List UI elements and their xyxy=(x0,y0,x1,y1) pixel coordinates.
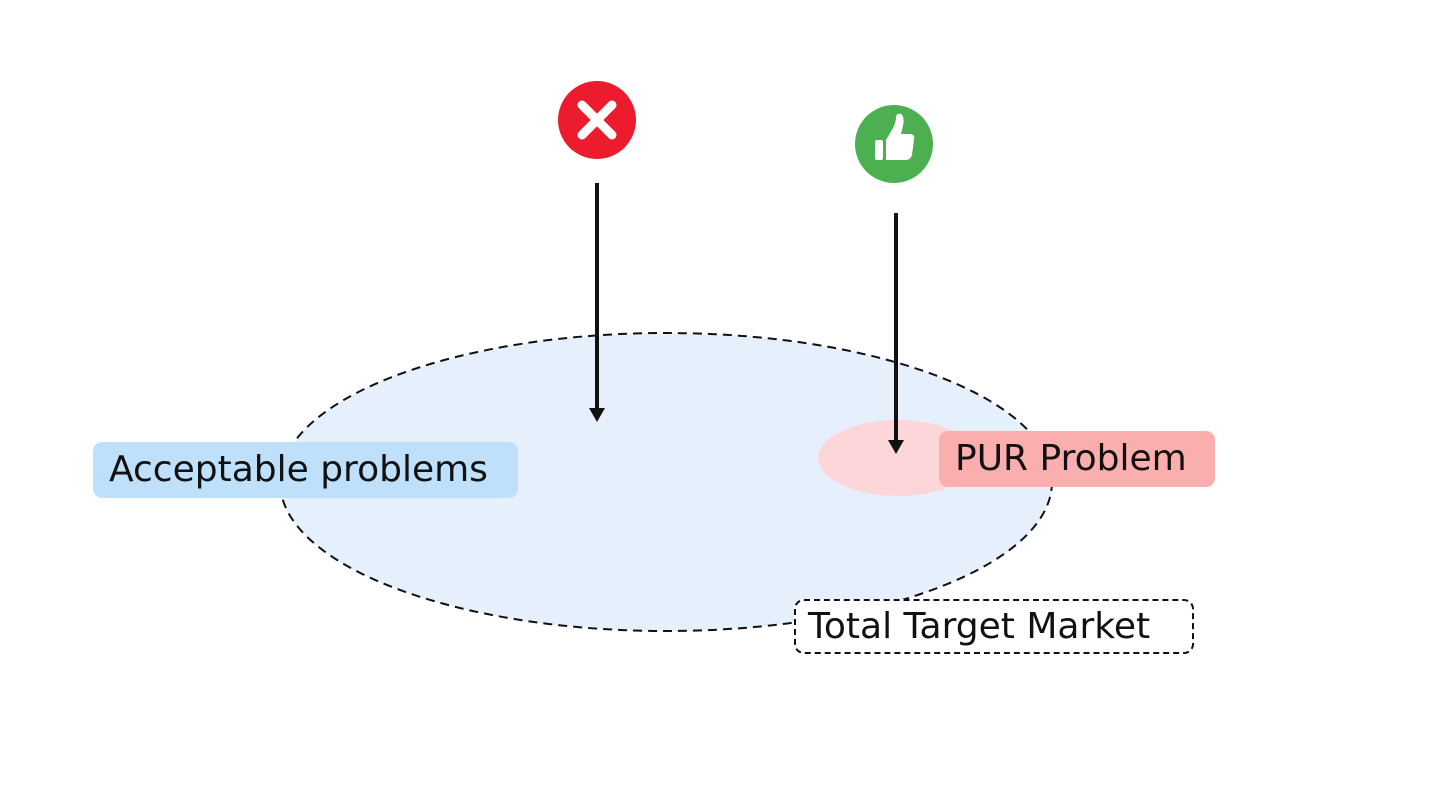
pur-problem-text: PUR Problem xyxy=(955,438,1187,479)
acceptable-problems-text: Acceptable problems xyxy=(109,449,488,490)
pur-problem-area xyxy=(818,420,978,496)
acceptable-problems-label: Acceptable problems xyxy=(93,442,518,498)
x-mark-icon xyxy=(558,81,636,159)
reject-arrow xyxy=(589,183,605,422)
total-target-market-label: Total Target Market xyxy=(794,599,1194,654)
approve-arrow xyxy=(888,213,904,454)
total-target-market-text: Total Target Market xyxy=(808,605,1151,647)
pur-problem-label: PUR Problem xyxy=(939,431,1215,487)
thumbs-up-icon xyxy=(855,105,933,183)
